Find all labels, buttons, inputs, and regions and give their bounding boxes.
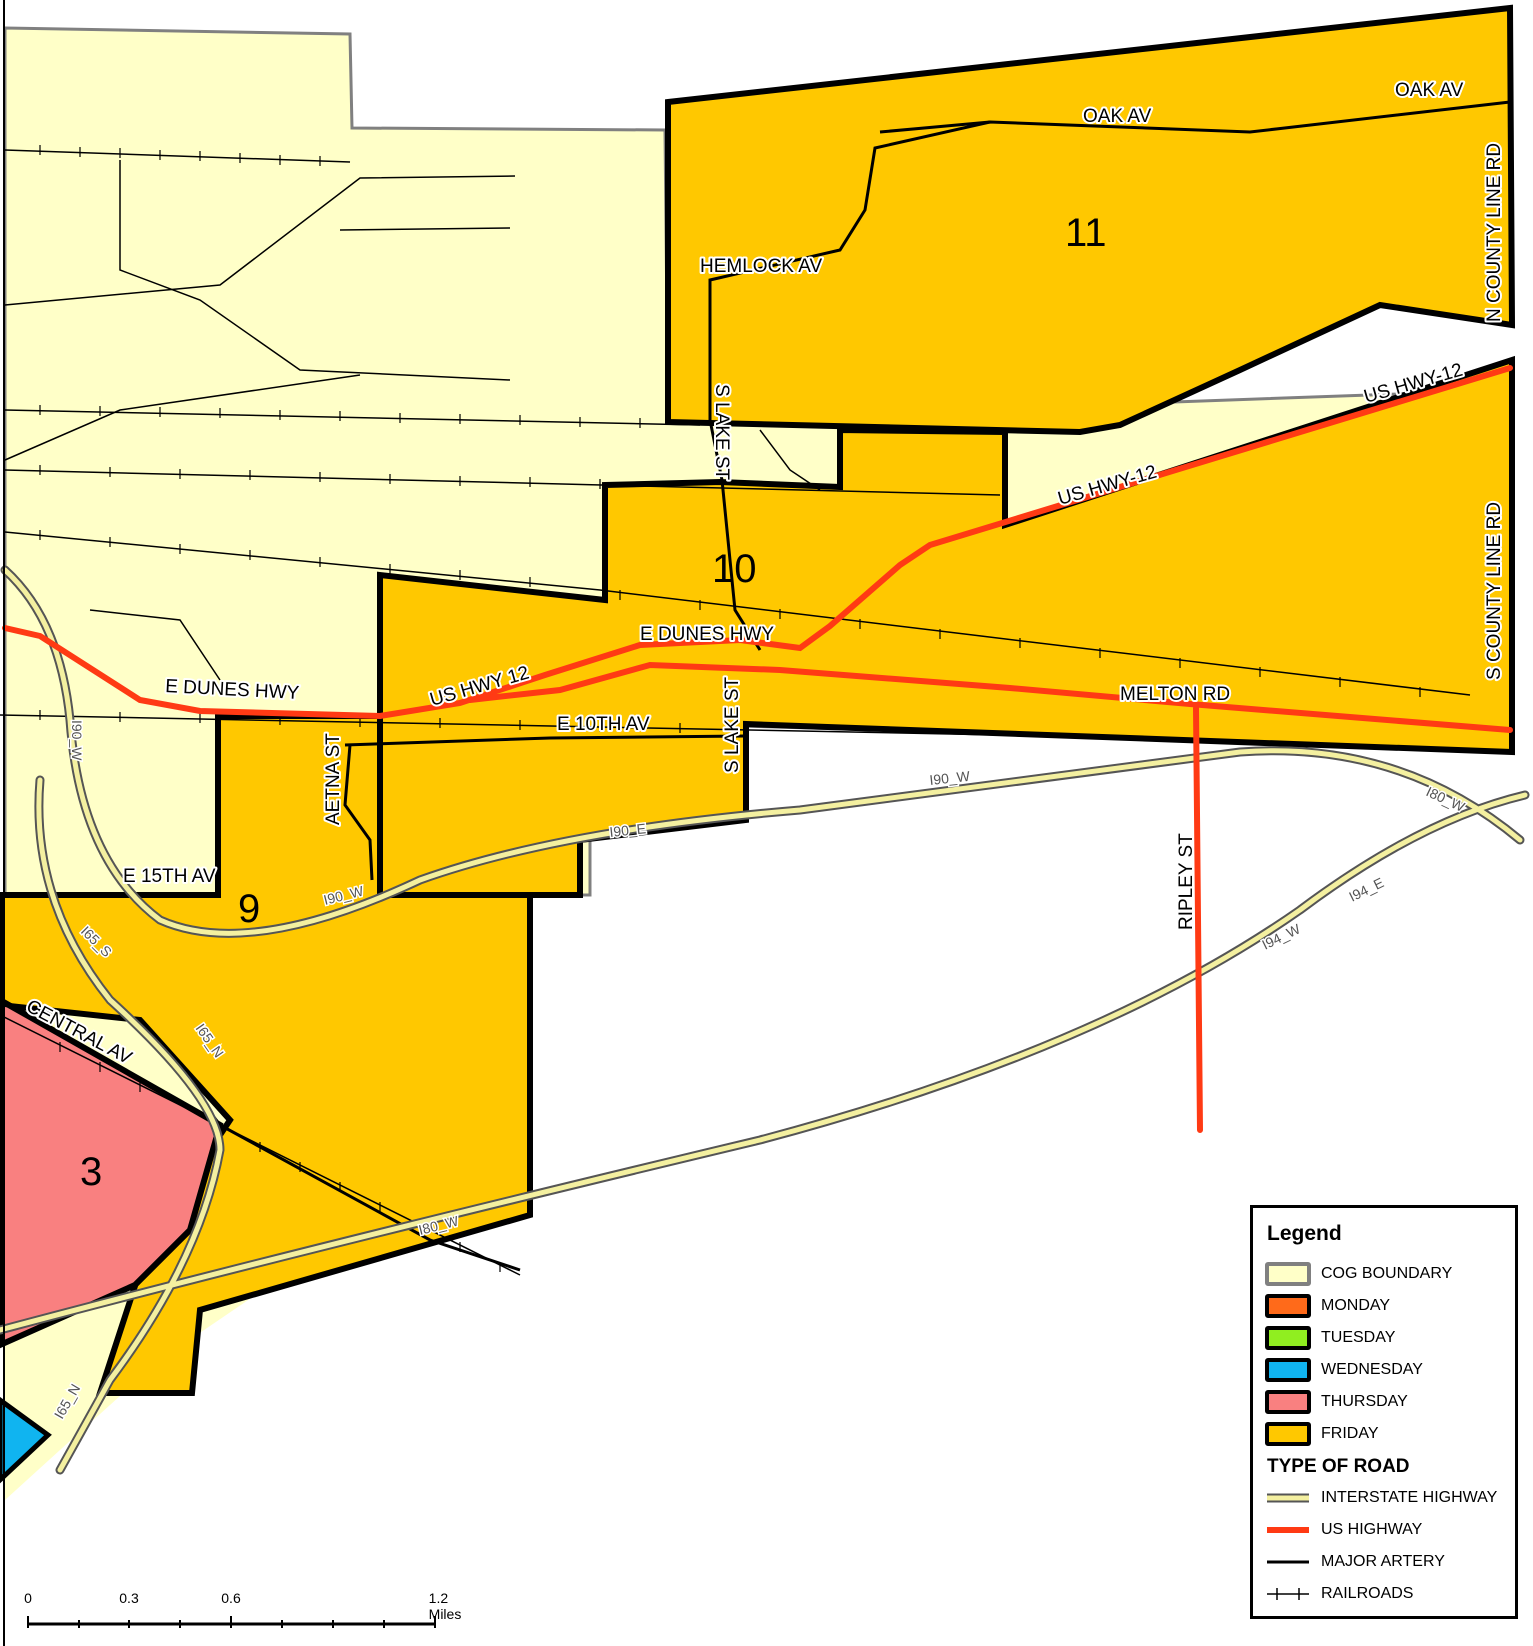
legend-item-friday: FRIDAY: [1265, 1418, 1503, 1450]
road-label-n-county-line-rd: N COUNTY LINE RD: [1484, 143, 1505, 322]
legend-swatch: [1265, 1358, 1311, 1382]
route-3-label: 3: [80, 1150, 102, 1194]
legend-interstate: INTERSTATE HIGHWAY: [1265, 1482, 1503, 1514]
wednesday-area: [0, 1396, 52, 1484]
route-11-area: [665, 4, 1516, 436]
road-label-melton-rd: MELTON RD: [1120, 684, 1230, 705]
road-label-aetna-st: AETNA ST: [323, 733, 344, 825]
legend-road-title: TYPE OF ROAD: [1267, 1456, 1410, 1477]
road-label-e-10th-av: E 10TH AV: [557, 714, 650, 735]
legend-item-label: COG BOUNDARY: [1321, 1265, 1453, 1282]
legend-swatch: [1265, 1294, 1311, 1318]
hwy-label-i90w-a: I90_W: [69, 720, 85, 761]
legend-item-label: FRIDAY: [1321, 1425, 1379, 1442]
scale-bar-graphic: [27, 1616, 436, 1628]
route-9-label: 9: [238, 887, 260, 931]
interstate-highways: [0, 565, 1530, 1475]
legend-swatch: [1265, 1262, 1311, 1286]
route-11-label: 11: [1065, 211, 1107, 255]
us-highway-symbol: [1267, 1527, 1309, 1533]
hwy-label-i94e: I94_E: [1346, 874, 1386, 904]
road-label-s-lake-st-1: S LAKE ST: [711, 384, 732, 480]
legend-swatch: [1265, 1326, 1311, 1350]
legend-item-thursday: THURSDAY: [1265, 1386, 1503, 1418]
road-label-ripley-st: RIPLEY ST: [1176, 833, 1197, 930]
legend-swatch: [1265, 1422, 1311, 1446]
scale-label-2: 0.6: [221, 1590, 241, 1606]
road-label-e-dunes-hwy-1: E DUNES HWY: [640, 624, 774, 645]
us-highways: [2, 365, 1513, 1133]
legend-major-artery-label: MAJOR ARTERY: [1321, 1553, 1445, 1570]
legend-item-monday: MONDAY: [1265, 1290, 1503, 1322]
interstate-symbol: [1267, 1493, 1309, 1503]
route-10-label: 10: [712, 547, 757, 591]
legend-item-label: TUESDAY: [1321, 1329, 1396, 1346]
legend-major-artery: MAJOR ARTERY: [1265, 1546, 1503, 1578]
legend-title: Legend: [1267, 1222, 1342, 1245]
legend-railroads: RAILROADS: [1265, 1578, 1503, 1610]
legend-item-label: THURSDAY: [1321, 1393, 1408, 1410]
legend-item-label: MONDAY: [1321, 1297, 1391, 1314]
hwy-label-i90e: I90_E: [609, 820, 647, 840]
road-label-oak-av-2: OAK AV: [1395, 80, 1464, 101]
scale-bar: 0 0.3 0.6 1.2 Miles: [20, 1590, 462, 1640]
road-label-e-15th-av: E 15TH AV: [123, 866, 216, 887]
legend-item-tuesday: TUESDAY: [1265, 1322, 1503, 1354]
route-3-area: [0, 996, 224, 1349]
map-legend: Legend COG BOUNDARY MONDAY TUESDAY WEDNESDA…: [1250, 1205, 1518, 1619]
road-label-s-county-line-rd: S COUNTY LINE RD: [1484, 502, 1505, 680]
legend-item-cog-boundary: COG BOUNDARY: [1265, 1258, 1503, 1290]
legend-railroads-label: RAILROADS: [1321, 1585, 1414, 1602]
legend-day-items: COG BOUNDARY MONDAY TUESDAY WEDNESDAY THURSD…: [1265, 1258, 1503, 1450]
railroad-symbol: [1267, 1588, 1309, 1600]
scale-label-1: 0.3: [119, 1590, 139, 1606]
major-artery-symbol: [1267, 1560, 1309, 1564]
scale-label-0: 0: [24, 1590, 32, 1606]
road-label-s-lake-st-2: S LAKE ST: [722, 677, 743, 773]
scale-label-3: 1.2 Miles: [428, 1590, 462, 1622]
legend-us-highway: US HIGHWAY: [1265, 1514, 1503, 1546]
legend-item-wednesday: WEDNESDAY: [1265, 1354, 1503, 1386]
legend-interstate-label: INTERSTATE HIGHWAY: [1321, 1489, 1498, 1506]
road-label-oak-av-1: OAK AV: [1083, 106, 1152, 127]
legend-item-label: WEDNESDAY: [1321, 1361, 1423, 1378]
hwy-label-i90w-c: I90_W: [929, 768, 972, 788]
legend-us-highway-label: US HIGHWAY: [1321, 1521, 1423, 1538]
railroad-ticks: [39, 145, 1421, 1272]
road-label-hemlock-av: HEMLOCK AV: [700, 256, 822, 277]
legend-swatch: [1265, 1390, 1311, 1414]
